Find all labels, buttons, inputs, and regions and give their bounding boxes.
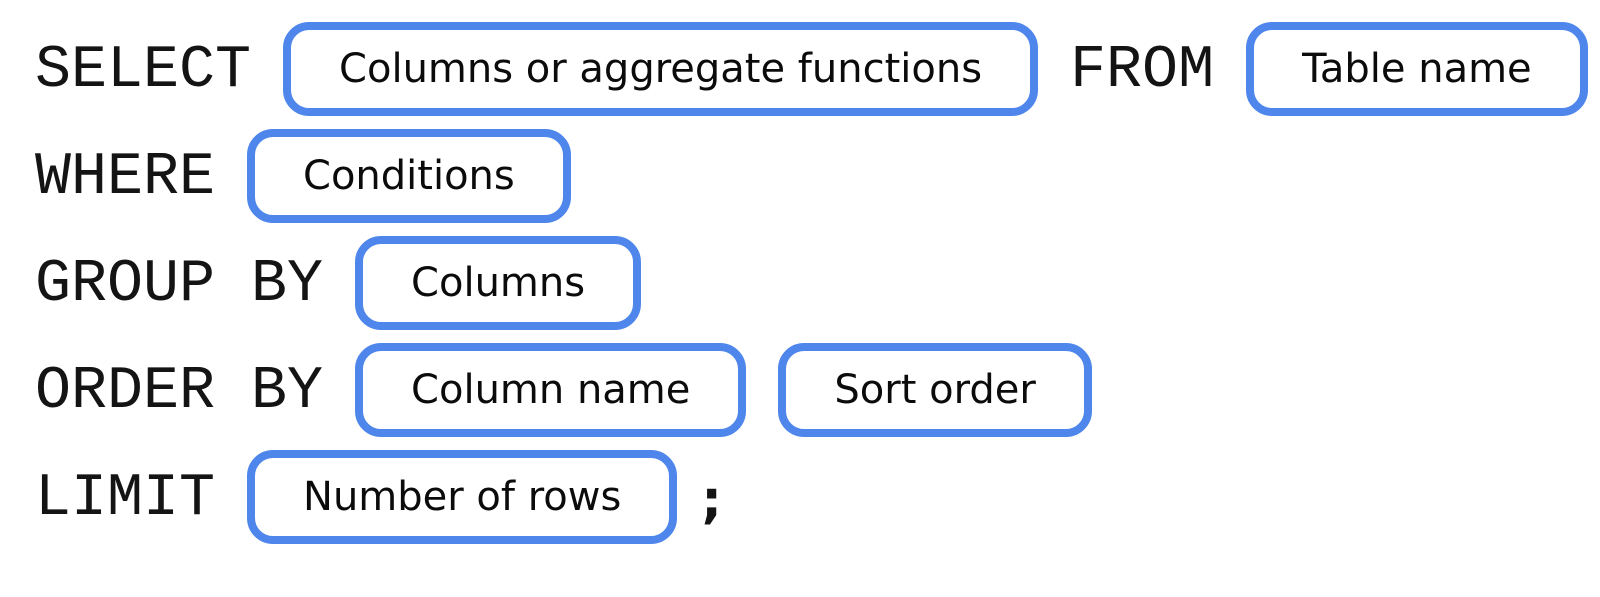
clause-where: WHERE Conditions [35,129,1600,223]
pill-columns-or-aggregate-functions: Columns or aggregate functions [283,22,1039,116]
keyword-where: WHERE [35,144,216,212]
clause-select-from: SELECT Columns or aggregate functions FR… [35,22,1600,116]
keyword-order-by: ORDER BY [35,358,324,426]
clause-order-by: ORDER BY Column name Sort order [35,343,1600,437]
keyword-select: SELECT [35,37,252,105]
clause-limit: LIMIT Number of rows ; [35,450,1600,544]
clause-group-by: GROUP BY Columns [35,236,1600,330]
keyword-from: FROM [1070,37,1215,105]
pill-conditions: Conditions [247,129,571,223]
pill-table-name: Table name [1246,22,1588,116]
pill-column-name: Column name [355,343,747,437]
statement-terminator-semicolon: ; [701,470,723,530]
pill-group-by-columns: Columns [355,236,642,330]
keyword-limit: LIMIT [35,465,216,533]
keyword-group-by: GROUP BY [35,251,324,319]
pill-number-of-rows: Number of rows [247,450,678,544]
pill-sort-order: Sort order [778,343,1092,437]
